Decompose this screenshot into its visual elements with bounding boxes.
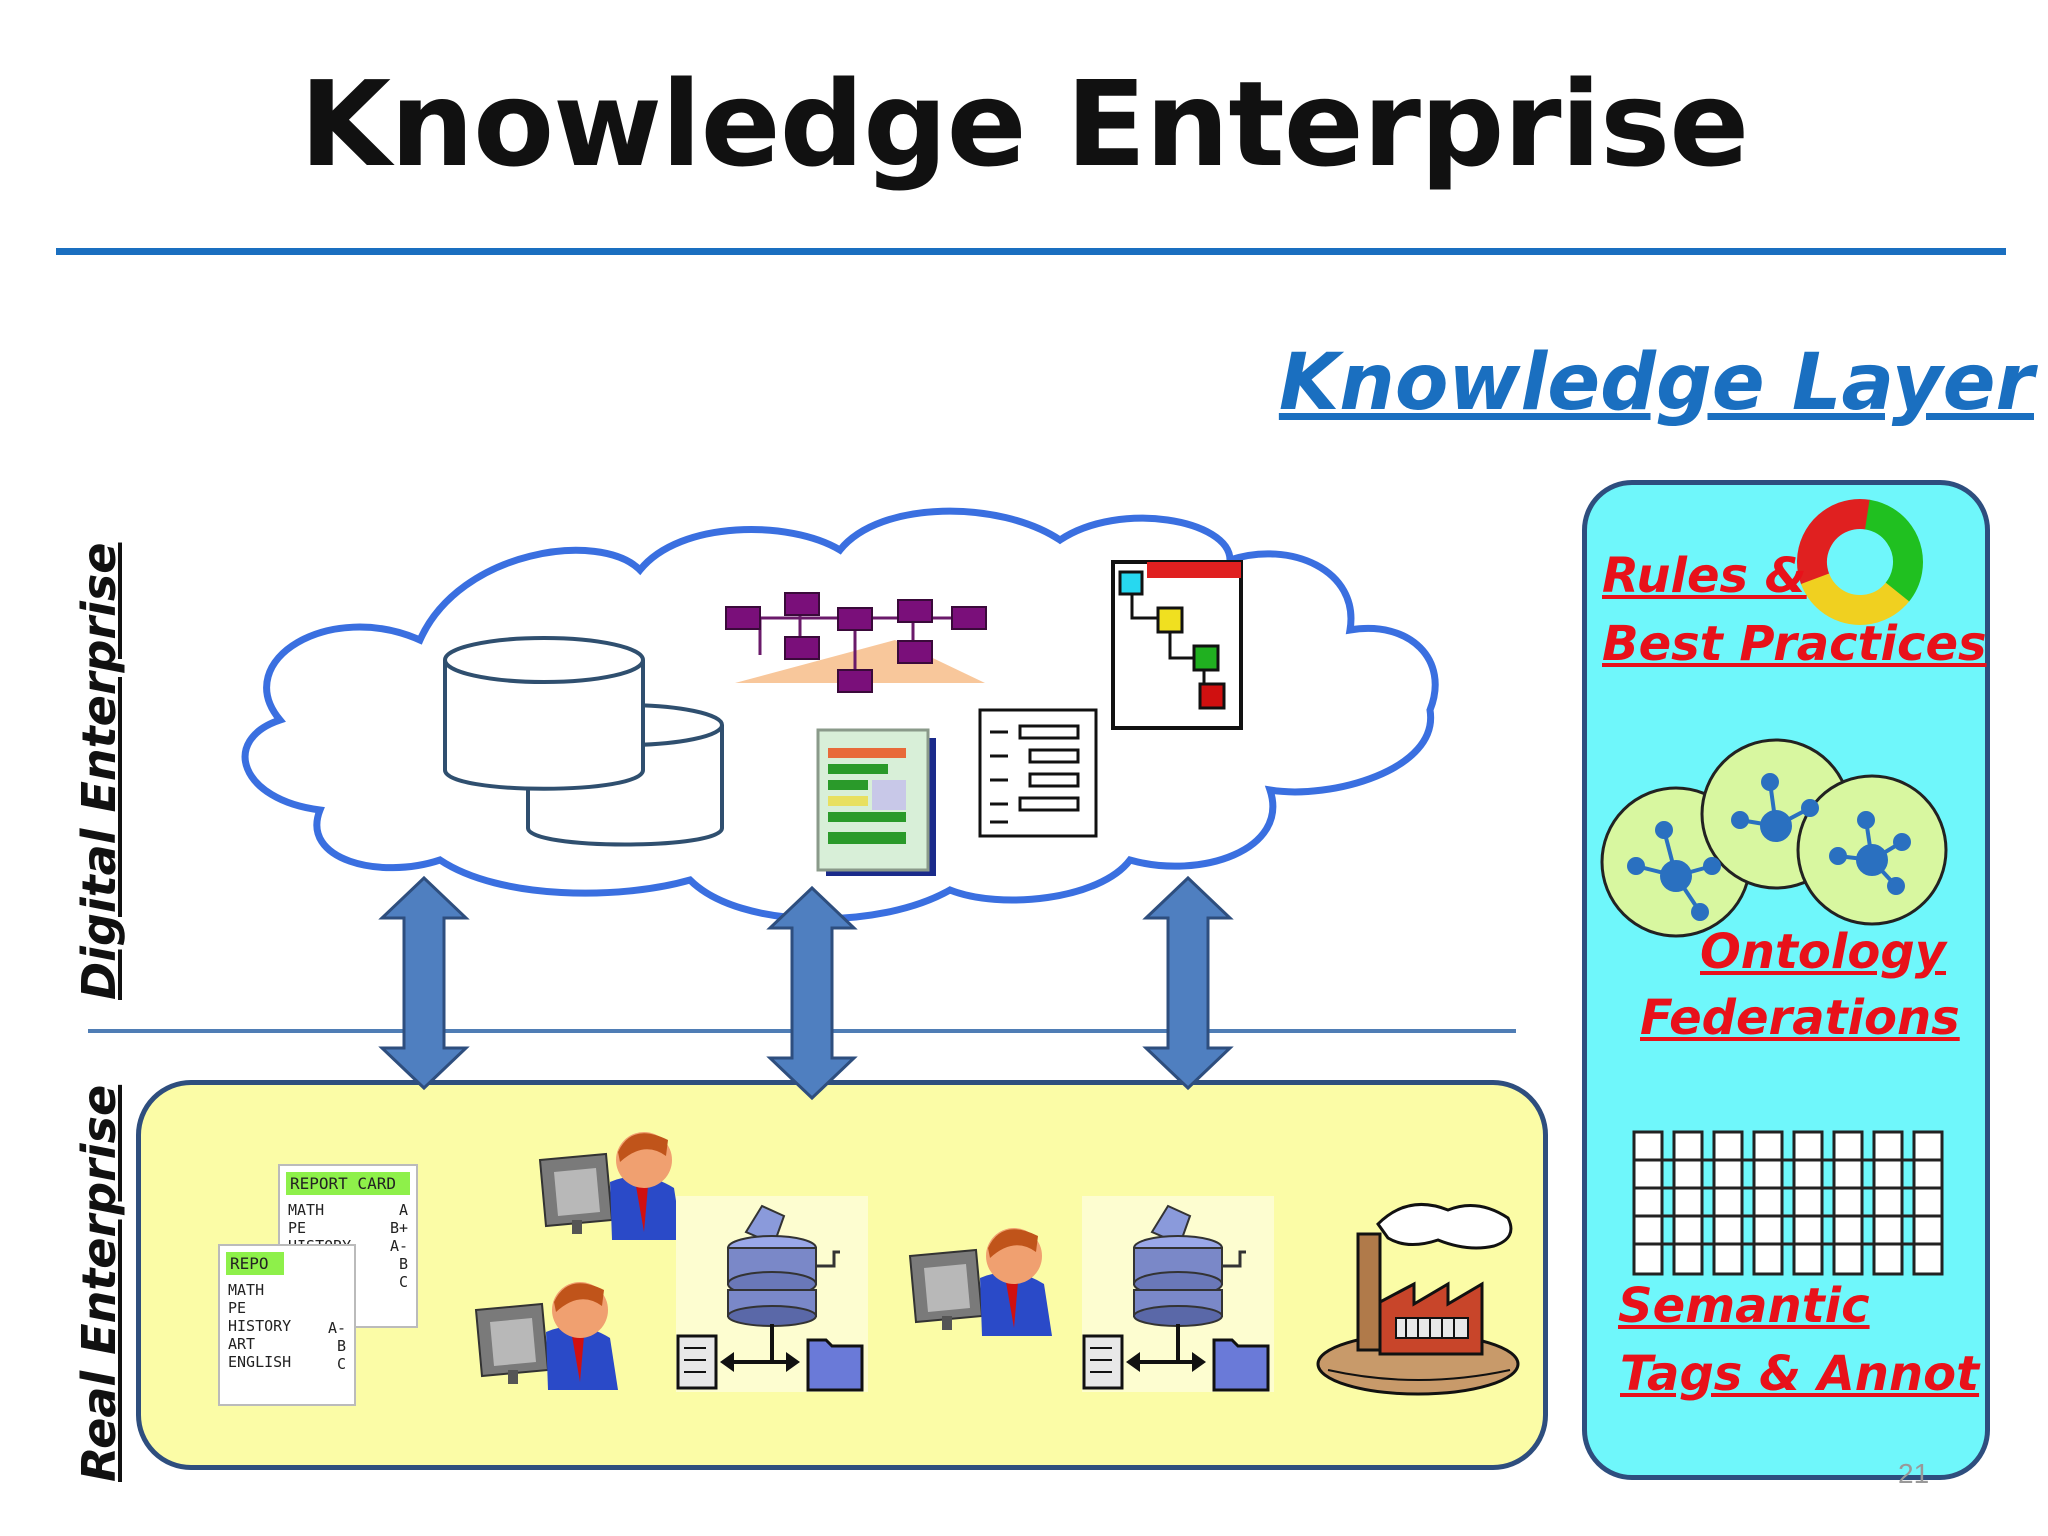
grade-label: A- xyxy=(327,1319,346,1337)
subject-label: HISTORY xyxy=(228,1317,292,1335)
slide-title: Knowledge Enterprise xyxy=(299,55,1750,193)
rules-link[interactable]: Rules & xyxy=(1602,548,1807,604)
report-document-icon xyxy=(816,728,936,876)
data-transfer-server-icon xyxy=(676,1196,868,1392)
double-arrow-icon xyxy=(1142,875,1234,1091)
process-flow-icon xyxy=(725,592,987,693)
database-icon xyxy=(443,636,724,847)
semantic-tags-grid-icon xyxy=(1632,1130,1944,1276)
grade-label: B xyxy=(336,1337,346,1355)
grade-label: A- xyxy=(389,1237,408,1255)
grade-label: B xyxy=(398,1255,408,1273)
subject-label: PE xyxy=(228,1299,247,1317)
title-rule xyxy=(56,248,2006,255)
grade-label: B+ xyxy=(389,1219,408,1237)
subject-label: MATH xyxy=(228,1281,265,1299)
semantic-link[interactable]: Semantic xyxy=(1618,1278,1870,1334)
ontology-network-icon xyxy=(1600,738,1948,938)
hierarchy-window-icon xyxy=(1111,560,1243,730)
best-practices-link[interactable]: Best Practices xyxy=(1602,616,1987,672)
grade-label: C xyxy=(336,1355,346,1373)
subject-label: PE xyxy=(288,1219,307,1237)
report-card-header: REPORT CARD xyxy=(286,1172,410,1195)
grade-label: C xyxy=(398,1273,408,1291)
user-computer-icon xyxy=(538,1132,682,1240)
double-arrow-icon xyxy=(766,885,858,1101)
report-card-header-short: REPO xyxy=(226,1252,284,1275)
data-transfer-server-icon xyxy=(1082,1196,1274,1392)
ontology-link[interactable]: Ontology xyxy=(1700,924,1946,980)
subject-label: ENGLISH xyxy=(228,1353,292,1371)
subject-label: ART xyxy=(228,1335,256,1353)
cycle-arrows-icon xyxy=(1797,499,1923,625)
knowledge-panel xyxy=(1582,480,1990,1480)
user-computer-icon xyxy=(474,1282,618,1390)
knowledge-layer-link[interactable]: Knowledge Layer xyxy=(1278,338,2034,428)
grade-label: A xyxy=(398,1201,408,1219)
form-list-icon xyxy=(978,708,1098,838)
subject-label: MATH xyxy=(288,1201,325,1219)
user-computer-icon xyxy=(908,1228,1052,1336)
tags-annot-link[interactable]: Tags & Annot xyxy=(1620,1346,1980,1402)
federations-link[interactable]: Federations xyxy=(1640,990,1960,1046)
factory-icon xyxy=(1316,1202,1520,1396)
page-number: 21 xyxy=(1898,1458,1930,1489)
double-arrow-icon xyxy=(378,875,470,1091)
report-card-front: REPO MATH PE HISTORY ART ENGLISH A- B C xyxy=(218,1244,356,1406)
